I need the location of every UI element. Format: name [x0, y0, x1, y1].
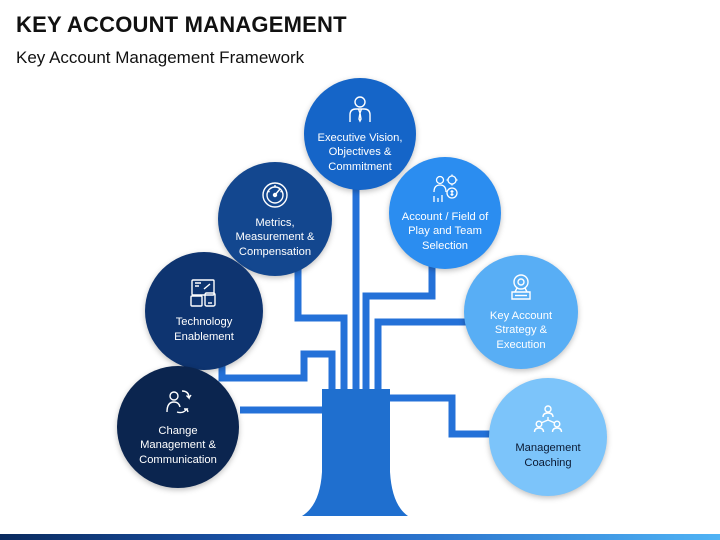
hierarchy-icon: [533, 404, 563, 434]
node-label: Key Account Strategy & Execution: [489, 309, 553, 351]
node-label: Management Coaching: [515, 442, 581, 469]
node-change-management: Change Management & Communication: [117, 366, 239, 488]
certificate-icon: [506, 272, 536, 302]
node-label: Technology Enablement: [174, 316, 234, 343]
tree-trunk: [302, 389, 408, 516]
slide-title: KEY ACCOUNT MANAGEMENT: [16, 12, 347, 37]
speedometer-icon: [260, 179, 290, 209]
team-gear-icon: [430, 173, 460, 203]
slide-subtitle: Key Account Management Framework: [16, 48, 305, 67]
node-metrics: Metrics, Measurement & Compensation: [218, 162, 332, 276]
node-label: Change Management & Communication: [139, 424, 217, 466]
node-account-field: Account / Field of Play and Team Selecti…: [389, 157, 501, 269]
person-tie-icon: [345, 94, 375, 124]
connector-metrics: [294, 264, 348, 392]
person-exchange-icon: [163, 387, 193, 417]
node-label: Metrics, Measurement & Compensation: [235, 216, 315, 258]
connector-account: [362, 260, 436, 392]
node-management-coaching: Management Coaching: [489, 378, 607, 496]
node-technology: Technology Enablement: [145, 252, 263, 370]
connector-strategy: [374, 318, 466, 392]
footer-accent-bar: [0, 534, 720, 540]
devices-icon: [189, 278, 219, 308]
node-label: Account / Field of Play and Team Selecti…: [401, 210, 489, 252]
connector-technology: [218, 345, 336, 392]
connector-coaching: [388, 394, 492, 438]
node-label: Executive Vision, Objectives & Commitmen…: [317, 131, 403, 173]
node-executive-vision: Executive Vision, Objectives & Commitmen…: [304, 78, 416, 190]
node-key-account-strategy: Key Account Strategy & Execution: [464, 255, 578, 369]
